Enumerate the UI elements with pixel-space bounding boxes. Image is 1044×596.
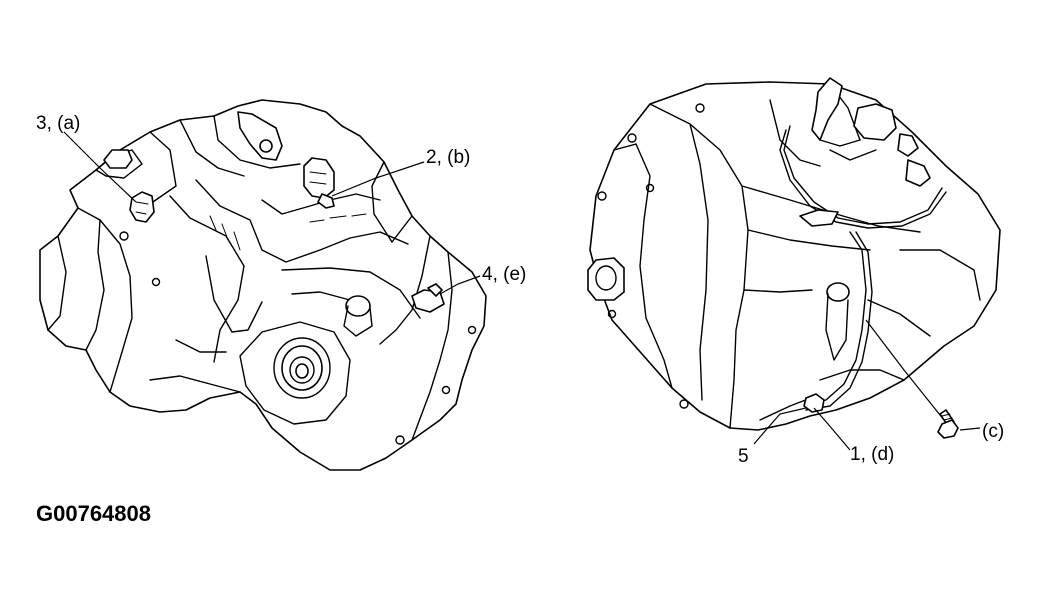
callout-5: 5: [738, 446, 749, 467]
part-3-sensor: [129, 191, 155, 223]
right-transmission-drawing: [587, 77, 1001, 439]
left-housing-outline: [39, 99, 487, 471]
left-transmission-drawing: [39, 99, 487, 471]
part-5-cable: [805, 231, 867, 405]
callout-2-b: 2, (b): [426, 147, 470, 168]
wiring-harness: [779, 129, 947, 229]
part-2-sensor: [303, 157, 335, 199]
input-shaft: [587, 257, 625, 301]
callout-3-a: 3, (a): [36, 113, 80, 134]
callout-c: (c): [982, 421, 1004, 442]
part-1-bolt: [803, 393, 825, 413]
right-housing-outline: [589, 81, 1001, 431]
leader-lines: [63, 131, 981, 451]
callout-4-e: 4, (e): [482, 264, 526, 285]
callout-1-d: 1, (d): [850, 444, 894, 465]
figure-id: G00764808: [36, 501, 151, 526]
part-c-bolt: [937, 409, 959, 439]
